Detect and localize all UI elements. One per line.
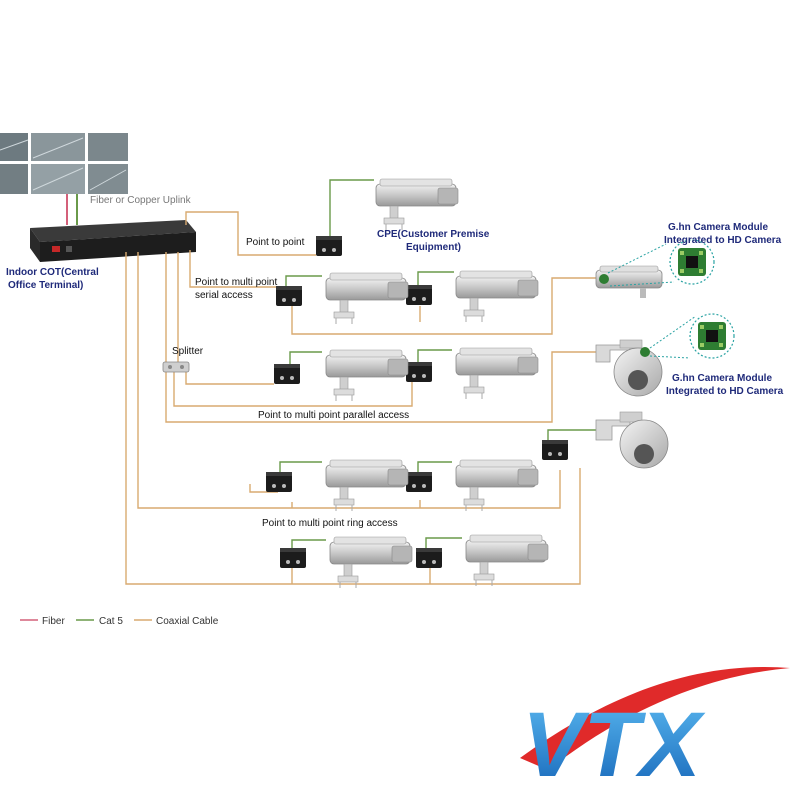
box-camera [325,349,409,402]
legend-label: Coaxial Cable [156,616,219,627]
box-camera [375,178,459,231]
coax-cables [125,211,596,585]
cot-label-line2: Office Terminal) [8,280,83,291]
splitter-label: Splitter [172,346,204,357]
converter-box [280,548,306,568]
vtx-logo: VTX [520,666,790,787]
box-camera [325,459,409,512]
uplink-label: Fiber or Copper Uplink [90,195,192,206]
converter-box [416,548,442,568]
converter-box [274,364,300,384]
chip-module-icon [669,239,715,285]
cot-label-line1: Indoor COT(Central [6,267,99,278]
module-label-line2: Integrated to HD Camera [666,386,784,397]
parallel-label: Point to multi point parallel access [258,410,409,421]
dome-camera [595,339,663,397]
cpe-label-line2: Equipment) [406,242,461,253]
cot-device [30,220,196,262]
converter-box [276,286,302,306]
converter-box [406,472,432,492]
monitor-wall [0,133,128,194]
serial-label-line2: serial access [195,290,253,301]
box-camera [455,459,539,512]
hd-camera [595,265,663,298]
module-label-line1: G.hn Camera Module [672,373,772,384]
splitter-device [162,361,190,373]
box-camera [465,534,549,587]
box-camera [325,272,409,325]
chip-module-icon [689,313,735,359]
converter-box [406,362,432,382]
box-camera [455,270,539,323]
module-label-line2: Integrated to HD Camera [664,235,782,246]
cat5-cables [279,179,596,550]
box-camera [455,347,539,400]
box-camera [329,536,413,589]
cpe-label-line1: CPE(Customer Premise [377,229,490,240]
legend-label: Fiber [42,616,65,627]
logo-text: VTX [522,694,706,787]
serial-label-line1: Point to multi point [195,277,277,288]
dome-camera [595,411,669,469]
legend: Fiber Cat 5 Coaxial Cable [20,616,219,627]
converter-box [542,440,568,460]
module-label-line1: G.hn Camera Module [668,222,768,233]
ring-label: Point to multi point ring access [262,518,398,529]
p2p-label: Point to point [246,237,305,248]
legend-label: Cat 5 [99,616,123,627]
converter-box [266,472,292,492]
converter-box [406,285,432,305]
cpe-box [316,236,342,256]
